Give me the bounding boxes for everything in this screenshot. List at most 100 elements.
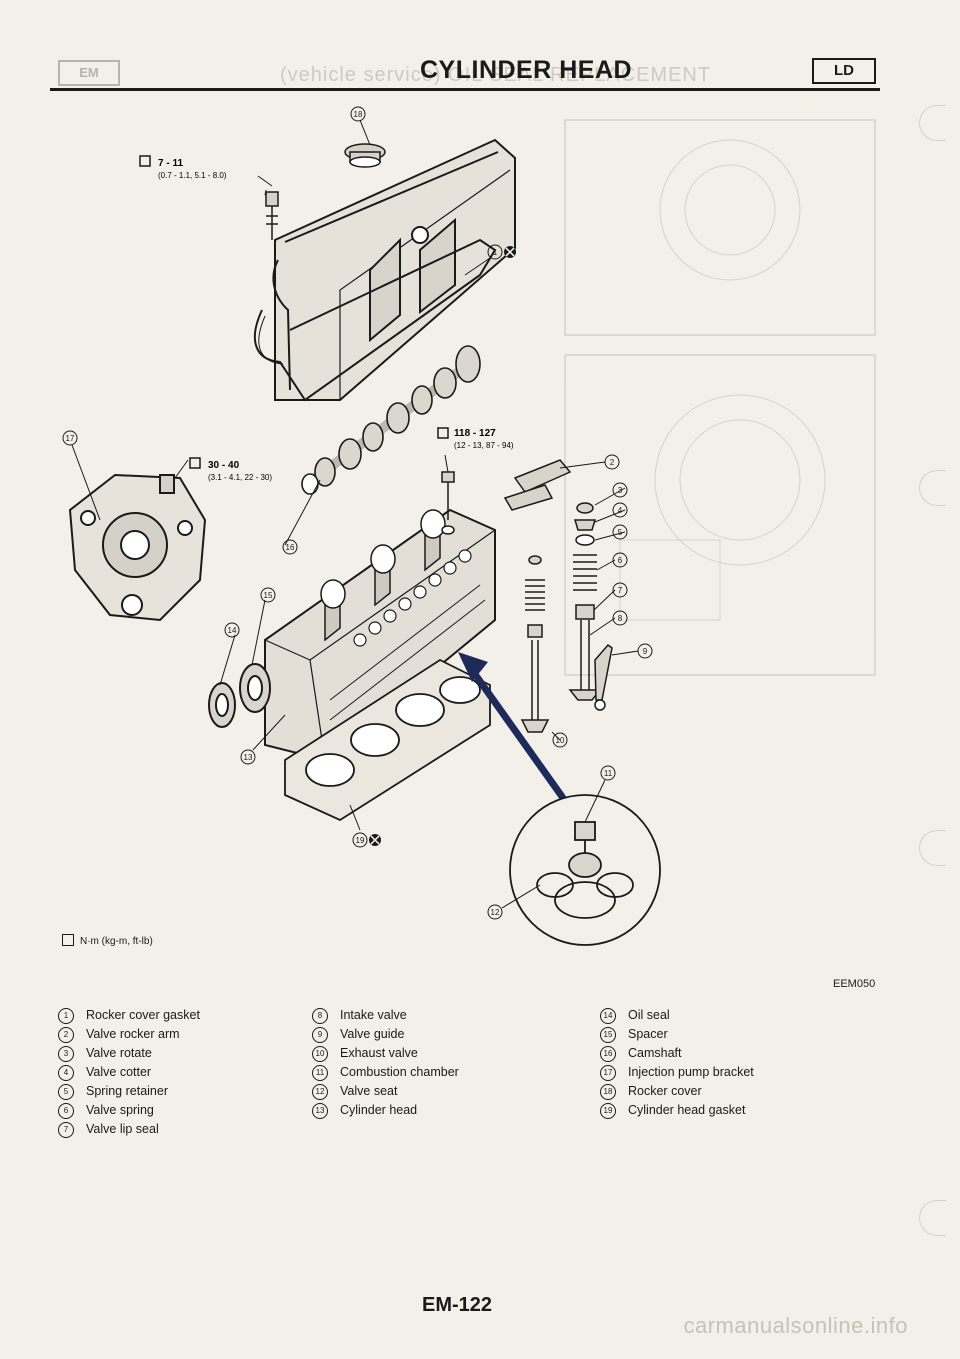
binder-hole [919,1200,946,1236]
callout-18: 18 [350,106,366,122]
page-header: EM (vehicle service) OIL SEAL REPLACEMEN… [50,52,880,92]
spacer [239,663,271,713]
svg-text:7: 7 [618,586,623,595]
callout-1: 1 [487,244,516,260]
callout-17: 17 [62,430,78,446]
detail-arrowhead [458,652,488,682]
callout-13: 13 [240,749,256,765]
svg-text:15: 15 [264,591,273,600]
svg-text:12: 12 [491,908,500,917]
page-number: EM-122 [422,1294,493,1316]
rocker-cover-gasket [253,238,497,402]
torque-spec-2: 30 - 40 (3.1 - 4.1, 22 - 30) [189,457,272,482]
combustion-chamber-detail [509,794,661,946]
svg-text:3: 3 [618,486,623,495]
torque-wrench-icon [62,934,74,946]
svg-text:16: 16 [286,543,295,552]
callout-3: 3 [612,482,628,498]
torque-detail-3: (12 - 13, 87 - 94) [454,441,514,450]
torque-spec-3: 118 - 127 (12 - 13, 87 - 94) [437,427,514,450]
exploded-view-svg: 7 - 11 (0.7 - 1.1, 5.1 - 8.0) 30 - 40 (3… [62,106,876,946]
callout-10: 10 [552,732,568,748]
detail-arrow [469,667,571,808]
callout-4: 4 [612,502,628,518]
svg-text:18: 18 [354,110,363,119]
rocker-cover [272,138,516,401]
engine-badge: LD [812,58,876,84]
cover-bolt [265,191,279,240]
oil-seal [208,682,236,728]
svg-text:2: 2 [610,458,615,467]
svg-text:11: 11 [604,769,613,778]
units-note-text: N·m (kg-m, ft-lb) [80,936,153,947]
svg-text:6: 6 [618,556,623,565]
figure-code: EEM050 [833,978,876,990]
torque-spec-1: 7 - 11 (0.7 - 1.1, 5.1 - 8.0) [139,155,227,180]
svg-text:5: 5 [618,528,623,537]
exploded-diagram: 7 - 11 (0.7 - 1.1, 5.1 - 8.0) 30 - 40 (3… [40,100,920,980]
callout-7: 7 [612,582,628,598]
section-badge: EM [58,60,120,86]
callout-19: 19 [352,832,381,848]
binder-hole [919,830,946,866]
callout-16: 16 [282,539,298,555]
bleed-through-figure [564,119,876,676]
svg-text:14: 14 [228,626,237,635]
callout-2: 2 [604,454,620,470]
valve-train-parts [441,459,613,733]
bleed-through-text: (vehicle service) OIL SEAL REPLACEMENT [280,64,712,86]
svg-text:1: 1 [493,248,498,257]
torque-detail-2: (3.1 - 4.1, 22 - 30) [208,473,272,482]
torque-value-3: 118 - 127 [454,428,496,439]
torque-value-1: 7 - 11 [158,158,183,169]
callout-8: 8 [612,610,628,626]
callout-12: 12 [487,904,503,920]
torque-value-2: 30 - 40 [208,460,240,471]
units-note: N·m (kg-m, ft-lb) [62,934,153,947]
binder-hole [919,470,946,506]
binder-hole [919,105,946,141]
svg-text:10: 10 [556,736,565,745]
leader-lines [71,119,639,909]
page-title: CYLINDER HEAD [420,56,633,84]
svg-text:13: 13 [244,753,253,762]
callout-15: 15 [260,587,276,603]
svg-text:8: 8 [618,614,623,623]
injection-pump-bracket [68,473,207,622]
svg-text:17: 17 [66,434,75,443]
camshaft [301,345,481,495]
cylinder-head [264,508,496,762]
site-watermark: carmanualsonline.info [683,1313,908,1338]
header-rule [50,88,880,91]
callout-6: 6 [612,552,628,568]
svg-text:4: 4 [618,506,623,515]
callouts: 1 2 3 4 5 6 7 8 9 10 11 12 13 14 15 16 1… [62,106,653,920]
callout-5: 5 [612,524,628,540]
callout-9: 9 [637,643,653,659]
cylinder-head-gasket [284,658,491,822]
oil-filler-cap [344,143,386,168]
